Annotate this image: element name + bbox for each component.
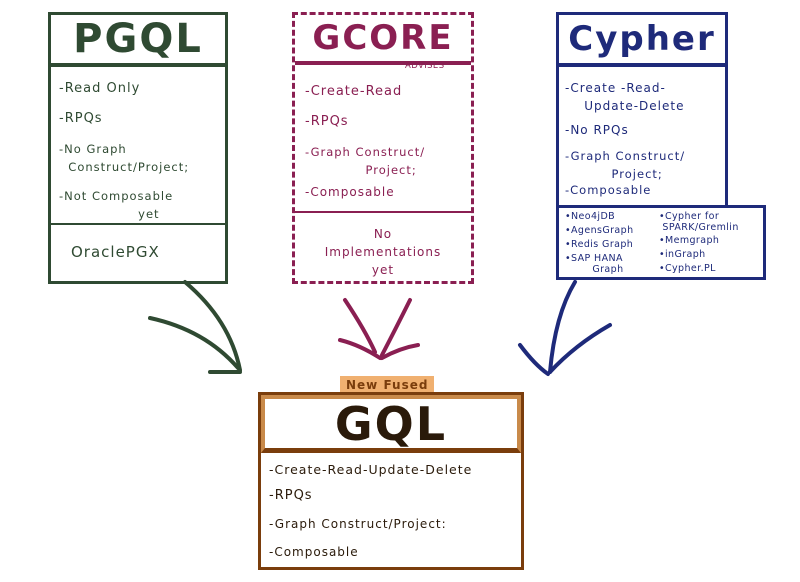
gcore-card: GCORE ADVISES -Create-Read -RPQs -Graph … [292, 12, 474, 284]
cypher-feature-1: -Create -Read- Update-Delete [565, 81, 685, 113]
gcore-arrow [338, 298, 420, 360]
cypher-impl-left-3: •Redis Graph [565, 239, 634, 250]
pgql-feature-1: -Read Only [59, 81, 141, 96]
cypher-feature-3: -Graph Construct/ Project; [565, 149, 686, 181]
gcore-implementation: No Implementations yet [324, 227, 442, 277]
cypher-title: Cypher [568, 19, 716, 59]
pgql-title-band: PGQL [51, 15, 225, 67]
cypher-impl-right-2: •Memgraph [659, 235, 720, 246]
cypher-implementations-card: •Neo4jDB •AgensGraph •Redis Graph •SAP H… [556, 205, 766, 280]
pgql-feature-2: -RPQs [59, 111, 103, 126]
cypher-feature-4: -Composable [565, 183, 652, 197]
gql-title: GQL [334, 396, 448, 451]
gcore-feature-3: -Graph Construct/ Project; [305, 145, 426, 177]
pgql-divider [51, 223, 225, 225]
cypher-card: Cypher -Create -Read- Update-Delete -No … [556, 12, 728, 208]
gql-card: GQL -Create-Read-Update-Delete -RPQs -Gr… [258, 392, 524, 570]
gql-title-band: GQL [261, 395, 521, 453]
pgql-feature-4: -Not Composable yet [59, 189, 174, 221]
cypher-feature-2: -No RPQs [565, 123, 629, 137]
gcore-title-band: GCORE [295, 15, 471, 65]
pgql-implementation: OraclePGX [71, 243, 160, 261]
pgql-title: PGQL [73, 16, 203, 62]
cypher-impl-right-4: •Cypher.PL [659, 263, 716, 274]
gcore-feature-2: -RPQs [305, 114, 349, 129]
pgql-arrow [148, 280, 242, 374]
gql-feature-2: -RPQs [269, 488, 313, 503]
pgql-feature-3: -No Graph Construct/Project; [59, 142, 190, 174]
gcore-feature-1: -Create-Read [305, 84, 403, 99]
gql-feature-3: -Graph Construct/Project: [269, 517, 447, 531]
gcore-advises-label: ADVISES [405, 61, 445, 71]
cypher-impl-left-4: •SAP HANA Graph [565, 253, 624, 275]
cypher-impl-left-2: •AgensGraph [565, 225, 634, 236]
pgql-card: PGQL -Read Only -RPQs -No Graph Construc… [48, 12, 228, 284]
cypher-impl-right-3: •inGraph [659, 249, 706, 260]
gql-feature-1: -Create-Read-Update-Delete [269, 462, 473, 477]
gcore-title: GCORE [312, 18, 454, 58]
gql-feature-4: -Composable [269, 545, 359, 559]
cypher-impl-right-1: •Cypher for SPARK/Gremlin [659, 211, 739, 233]
cypher-impl-left-1: •Neo4jDB [565, 211, 616, 222]
gql-banner: New Fused [340, 376, 435, 394]
gcore-feature-4: -Composable [305, 185, 395, 199]
cypher-arrow [518, 280, 612, 376]
gcore-divider [295, 211, 471, 213]
cypher-title-band: Cypher [559, 15, 725, 67]
